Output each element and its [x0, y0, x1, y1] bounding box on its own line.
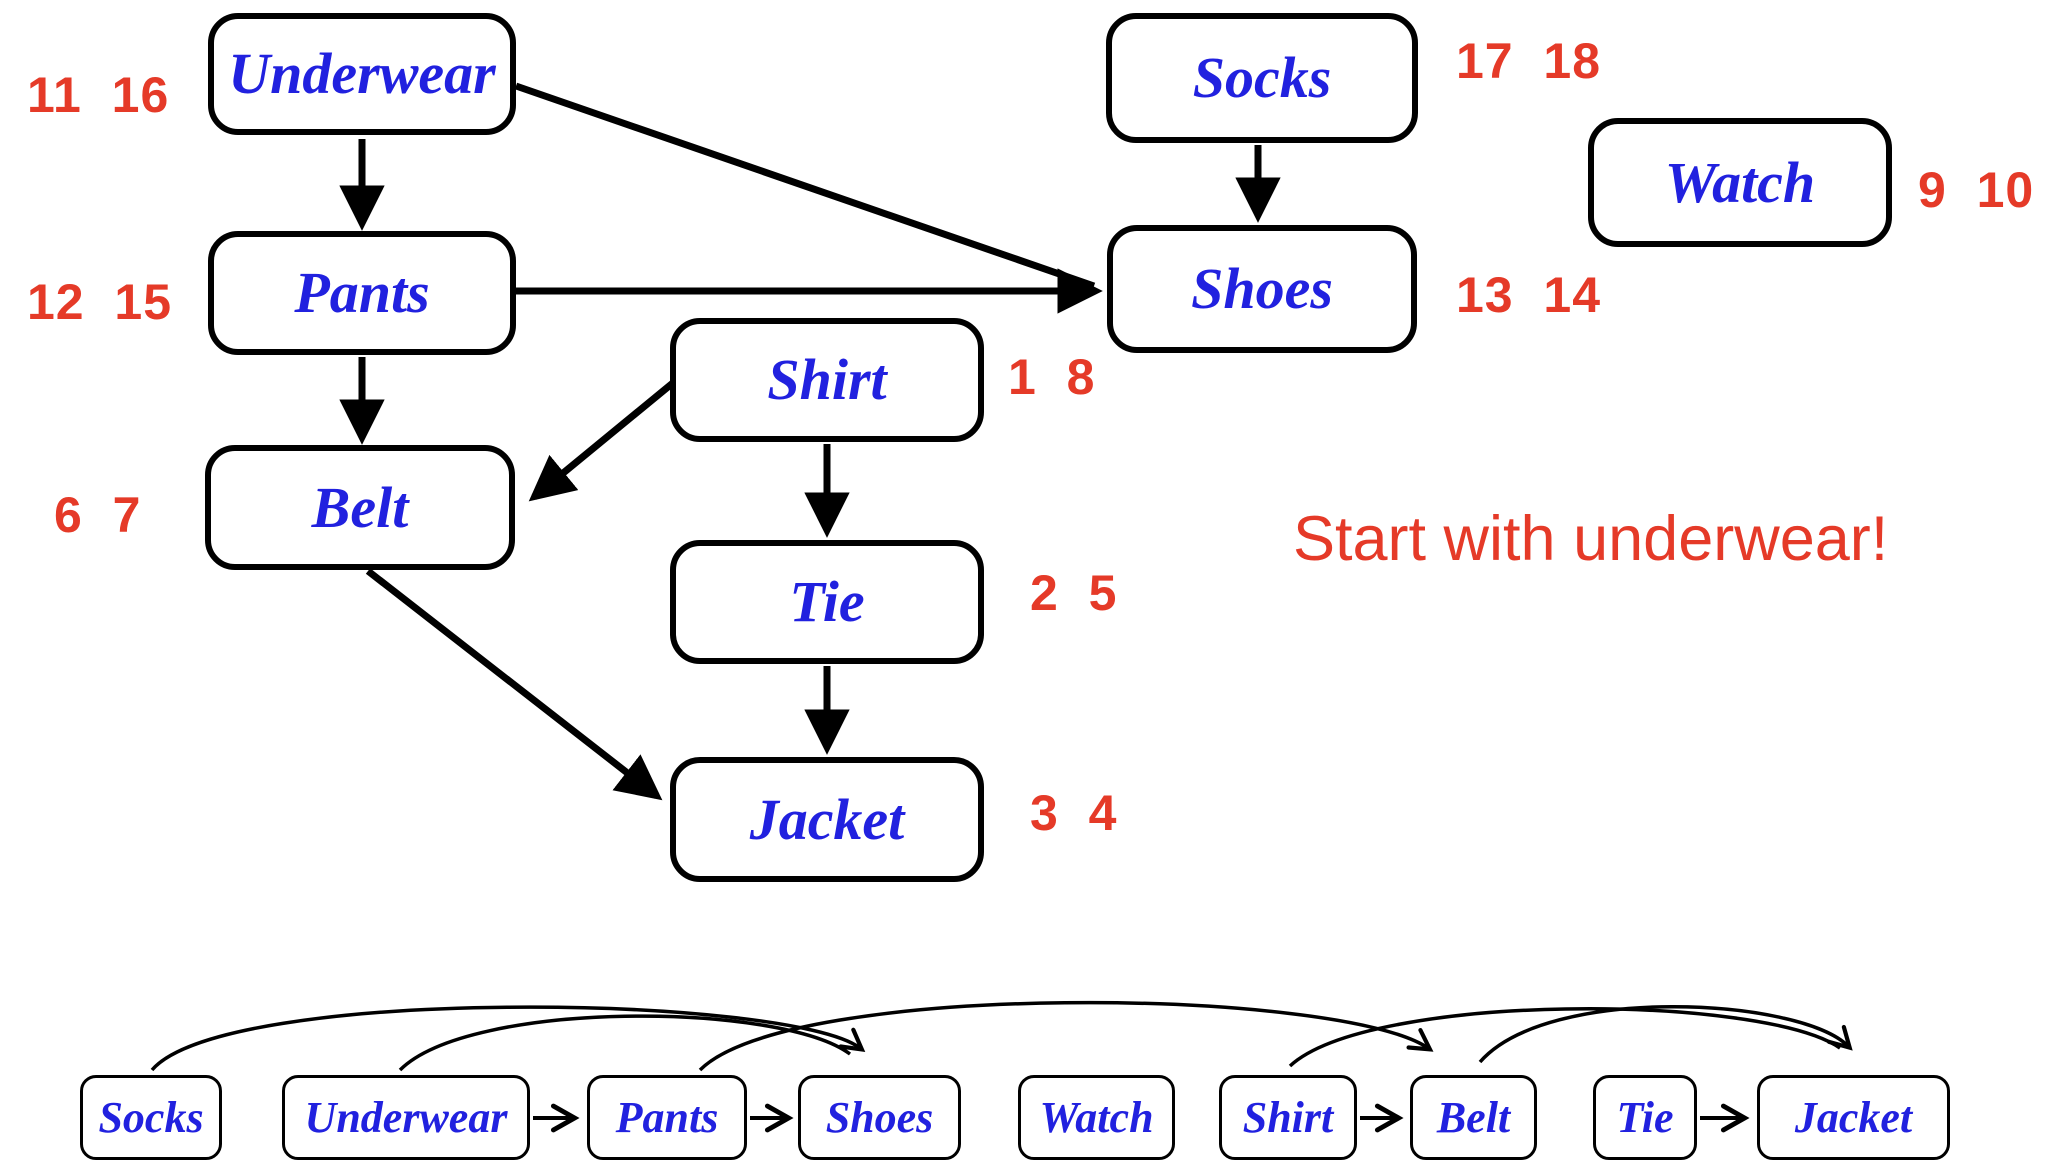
topo-node-shirt-label: Shirt	[1242, 1092, 1334, 1142]
topo-node-underwear-label: Underwear	[304, 1092, 508, 1142]
node-socks-label: Socks	[1192, 45, 1332, 110]
node-tie: Tie	[670, 540, 984, 664]
topo-node-belt: Belt	[1410, 1075, 1537, 1160]
topo-node-watch-label: Watch	[1039, 1092, 1154, 1142]
topo-node-shoes: Shoes	[798, 1075, 961, 1160]
node-shirt-label: Shirt	[767, 347, 887, 412]
node-watch: Watch	[1588, 118, 1892, 247]
times-underwear: 11 16	[27, 67, 170, 123]
node-belt: Belt	[205, 445, 515, 570]
topo-node-underwear: Underwear	[282, 1075, 530, 1160]
node-pants-label: Pants	[294, 260, 430, 325]
node-socks: Socks	[1106, 13, 1418, 143]
node-underwear: Underwear	[208, 13, 516, 135]
edge-underwear-shoes	[514, 82, 1096, 290]
times-shoes: 13 14	[1456, 267, 1602, 323]
node-shirt: Shirt	[670, 318, 984, 442]
times-belt: 6 7	[54, 487, 142, 543]
times-jacket: 3 4	[1030, 785, 1118, 841]
topo-arc-belt-jacket	[1478, 1005, 1853, 1064]
topo-node-jacket-label: Jacket	[1794, 1092, 1913, 1142]
node-shoes-label: Shoes	[1191, 256, 1333, 321]
topo-node-socks-label: Socks	[98, 1092, 204, 1142]
times-socks: 17 18	[1456, 33, 1602, 89]
topo-arc-pants-belt	[698, 1000, 1434, 1072]
node-watch-label: Watch	[1664, 149, 1816, 215]
node-jacket-label: Jacket	[749, 786, 905, 852]
topo-node-pants: Pants	[587, 1075, 747, 1160]
node-belt-label: Belt	[311, 474, 409, 540]
node-shoes: Shoes	[1107, 225, 1417, 353]
times-watch: 9 10	[1918, 162, 2035, 218]
topo-node-jacket: Jacket	[1757, 1075, 1950, 1160]
topo-arc-socks-shoes	[150, 1005, 866, 1072]
node-tie-label: Tie	[789, 569, 865, 634]
times-pants: 12 15	[27, 274, 173, 330]
topo-arc-underwear-shoes	[398, 1014, 852, 1072]
topo-arc-shirt-jacket	[1288, 1007, 1841, 1068]
node-jacket: Jacket	[670, 757, 984, 882]
topo-node-socks: Socks	[80, 1075, 222, 1160]
topo-node-watch: Watch	[1018, 1075, 1175, 1160]
times-tie: 2 5	[1030, 565, 1118, 621]
edge-shirt-belt	[528, 379, 677, 502]
topo-node-belt-label: Belt	[1436, 1092, 1511, 1142]
topo-node-shirt: Shirt	[1219, 1075, 1357, 1160]
edge-belt-jacket	[365, 568, 663, 801]
topo-node-shoes-label: Shoes	[825, 1092, 934, 1142]
topo-node-pants-label: Pants	[615, 1092, 719, 1142]
times-shirt: 1 8	[1008, 349, 1096, 405]
node-pants: Pants	[208, 231, 516, 355]
topo-node-tie: Tie	[1593, 1075, 1697, 1160]
caption: Start with underwear!	[1293, 504, 1889, 574]
topo-node-tie-label: Tie	[1616, 1092, 1674, 1142]
node-underwear-label: Underwear	[228, 41, 496, 106]
